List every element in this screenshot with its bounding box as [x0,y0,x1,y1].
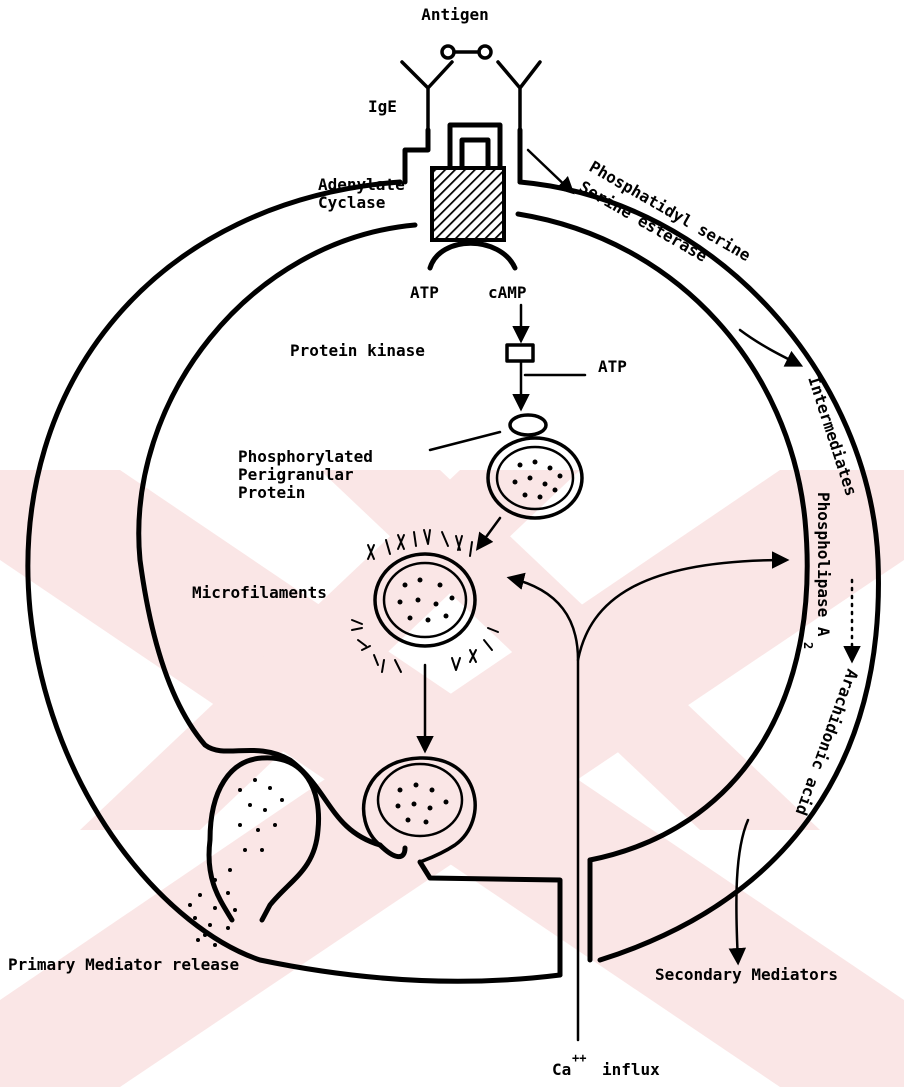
label-perigranular: Perigranular [238,465,354,484]
protein-kinase-box [507,345,533,361]
ige-receptor-complex [402,46,540,182]
label-phosphorylated: Phosphorylated [238,447,373,466]
label-influx: influx [602,1060,660,1079]
label-camp: cAMP [488,283,527,302]
cyclase-cup [430,243,515,268]
label-phospholipase: Phospholipase A [814,492,833,637]
label-ige: IgE [368,97,397,116]
label-adenylate: Adenylate [318,175,405,194]
label-phospholipase-sub: 2 [801,642,815,649]
adenylate-cyclase-block [432,168,504,240]
phosphorylated-pointer [430,432,500,450]
label-protein-kinase: Protein kinase [290,341,425,360]
label-ca-sup: ++ [572,1051,586,1065]
label-microfilaments: Microfilaments [192,583,327,602]
label-ca: Ca [552,1060,571,1079]
label-antigen: Antigen [421,5,488,24]
phosphorylated-protein-ellipse [510,415,546,435]
label-secondary-mediators: Secondary Mediators [655,965,838,984]
label-protein: Protein [238,483,305,502]
label-atp-right: ATP [598,357,627,376]
label-cyclase: Cyclase [318,193,385,212]
label-atp-left: ATP [410,283,439,302]
label-primary-mediator-release: Primary Mediator release [8,955,239,974]
